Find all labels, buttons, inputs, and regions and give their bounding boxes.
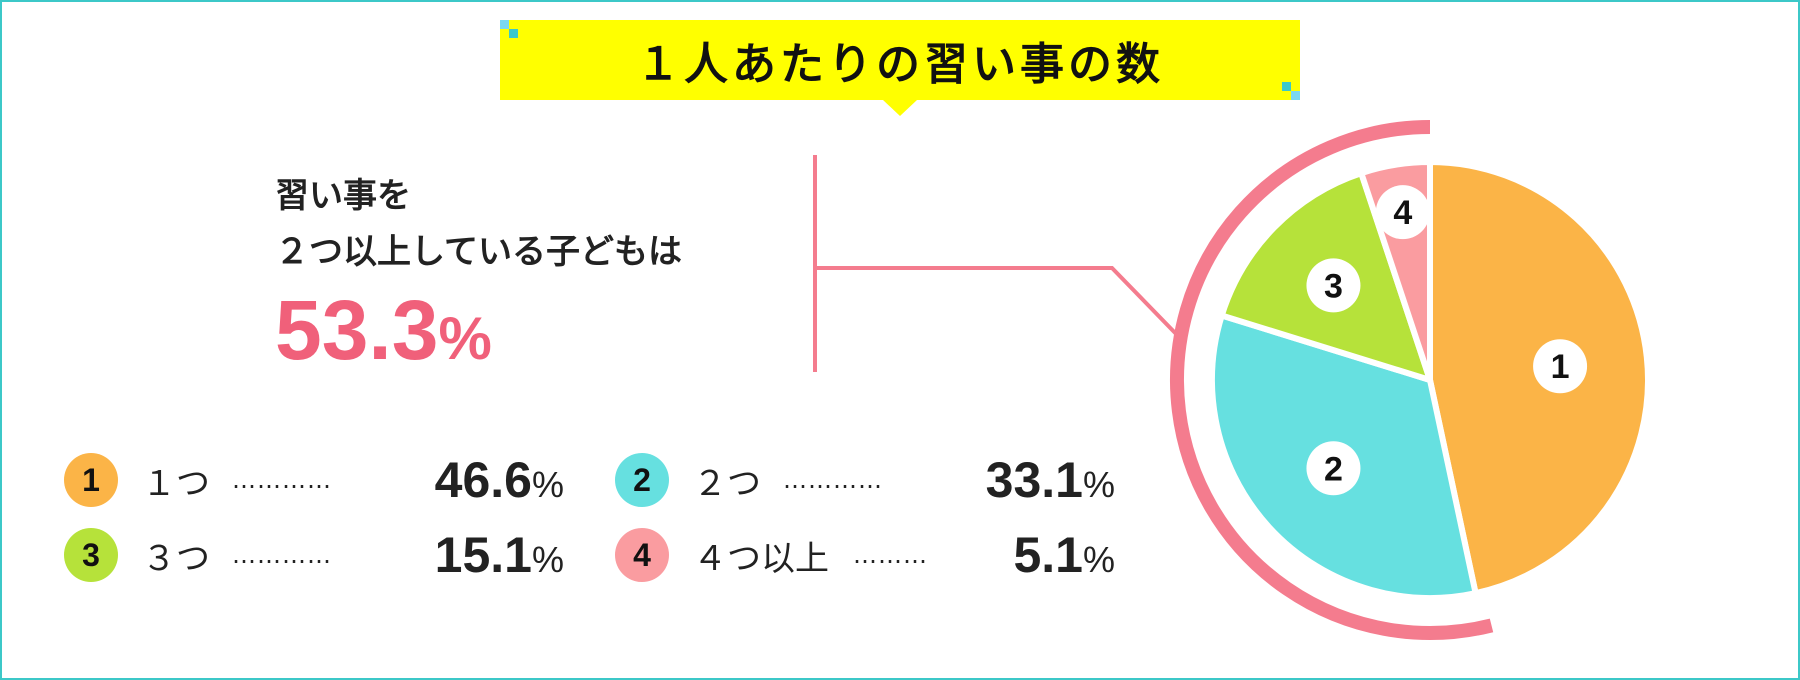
- slice-label-2: 2: [1324, 450, 1343, 488]
- legend-item-3: 3 ３つ ………… 15.1%: [64, 525, 564, 585]
- legend-badge-number: 3: [82, 536, 100, 573]
- legend-badge-4: 4: [615, 528, 669, 582]
- legend-item-1: 1 １つ ………… 46.6%: [64, 450, 564, 510]
- highlight-connector: [813, 155, 1184, 372]
- legend-value-unit: %: [531, 464, 564, 505]
- highlight-number: 53.3: [275, 283, 439, 377]
- slice-label-3: 3: [1324, 267, 1343, 305]
- legend-item-2: 2 ２つ ………… 33.1%: [615, 450, 1115, 510]
- headline: 習い事を ２つ以上している子どもは: [275, 168, 682, 280]
- legend-value-number: 15.1: [434, 527, 532, 583]
- slice-label-4: 4: [1393, 194, 1412, 232]
- title-corner-square: [509, 29, 518, 38]
- legend-value-unit: %: [1082, 464, 1115, 505]
- legend-label: ３つ: [142, 538, 210, 579]
- legend-item-4: 4 ４つ以上 ……… 5.1%: [615, 525, 1115, 585]
- legend-badge-2: 2: [615, 453, 669, 507]
- chart-title: １人あたりの習い事の数: [500, 20, 1300, 100]
- legend-label: ４つ以上: [693, 538, 829, 579]
- legend-leader-dots: …………: [232, 541, 332, 569]
- slice-badge: [1375, 185, 1430, 240]
- highlight-value: 53.3%: [275, 282, 492, 387]
- legend-value-number: 33.1: [985, 452, 1083, 508]
- legend-label: １つ: [142, 463, 210, 504]
- legend-value-number: 5.1: [1013, 527, 1083, 583]
- connector-line: [815, 266, 1184, 342]
- slice-badge: [1306, 258, 1361, 313]
- legend-label: ２つ: [693, 463, 761, 504]
- slice-badge: [1533, 339, 1588, 394]
- legend-badge-3: 3: [64, 528, 118, 582]
- legend-leader-dots: …………: [783, 466, 883, 494]
- legend-value: 15.1%: [435, 526, 564, 584]
- legend-value: 46.6%: [435, 451, 564, 509]
- headline-line-2: ２つ以上している子どもは: [275, 232, 682, 272]
- slice-label-1: 1: [1551, 348, 1570, 386]
- highlight-unit: %: [438, 305, 492, 372]
- title-corner-square: [500, 20, 509, 29]
- legend-value-unit: %: [1082, 539, 1115, 580]
- legend-leader-dots: ………: [853, 541, 928, 569]
- slice-badge: [1306, 441, 1361, 496]
- legend-value: 5.1%: [1013, 526, 1115, 584]
- legend-value-number: 46.6: [434, 452, 532, 508]
- title-corner-square: [1282, 82, 1291, 91]
- legend-badge-1: 1: [64, 453, 118, 507]
- legend-badge-number: 2: [633, 461, 651, 498]
- legend-badge-number: 1: [82, 461, 100, 498]
- highlight-arc: [1170, 120, 1494, 640]
- legend-badge-number: 4: [633, 536, 651, 573]
- title-corner-square: [1291, 91, 1300, 100]
- headline-line-1: 習い事を: [275, 176, 411, 216]
- legend-leader-dots: …………: [232, 466, 332, 494]
- legend-value: 33.1%: [986, 451, 1115, 509]
- chart-title-text: １人あたりの習い事の数: [636, 39, 1164, 90]
- legend-value-unit: %: [531, 539, 564, 580]
- title-pointer: [883, 100, 917, 116]
